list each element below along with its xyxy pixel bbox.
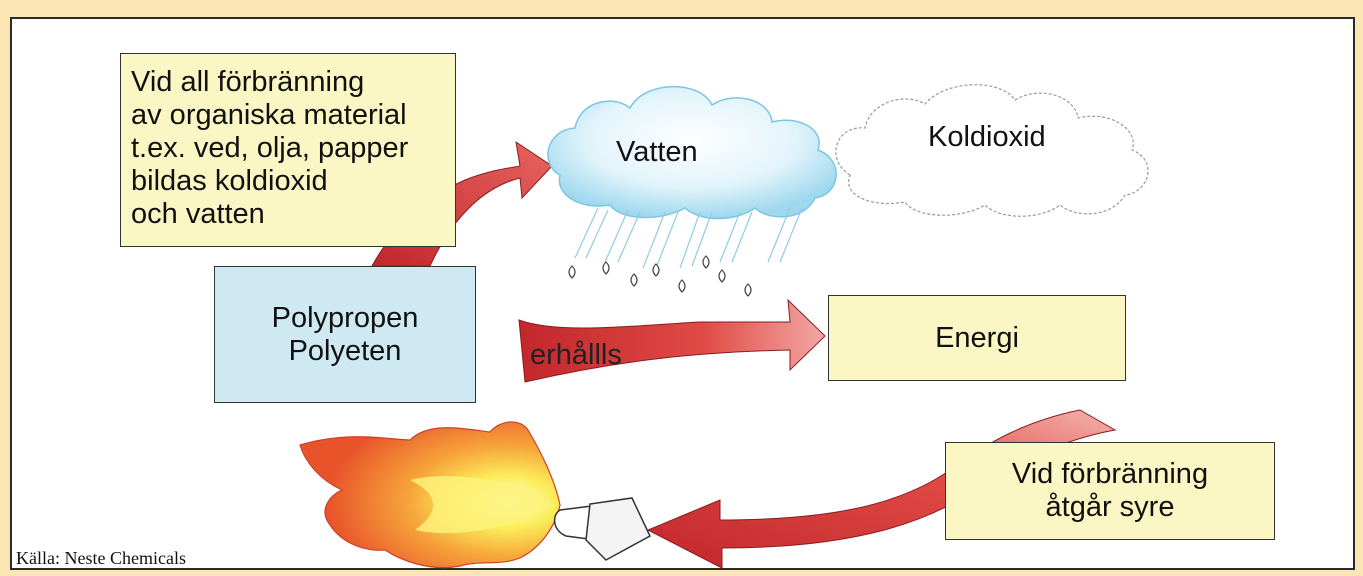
arrow-to-energy <box>518 298 826 383</box>
info-line: bildas koldioxid <box>131 165 328 197</box>
water-label: Vatten <box>616 136 698 168</box>
oxygen-line: Vid förbränning <box>1011 458 1209 490</box>
energy-box: Energi <box>828 295 1126 381</box>
burner-nozzle <box>553 497 651 561</box>
info-note: Vid all förbränning av organiska materia… <box>120 53 456 247</box>
polymer-box: Polypropen Polyeten <box>214 266 476 403</box>
energy-label: Energi <box>935 322 1019 354</box>
co2-cloud <box>835 84 1149 217</box>
flame <box>299 421 561 569</box>
rain <box>574 207 803 269</box>
polymer-line: Polyeten <box>288 335 402 367</box>
oxygen-box: Vid förbränning åtgår syre <box>945 442 1275 540</box>
raindrops <box>568 255 752 297</box>
polymer-line: Polypropen <box>271 302 419 334</box>
info-line: Vid all förbränning <box>131 66 365 98</box>
co2-label: Koldioxid <box>928 121 1046 153</box>
info-line: och vatten <box>131 198 265 230</box>
source-credit: Källa: Neste Chemicals <box>16 548 186 568</box>
oxygen-line: åtgår syre <box>1045 491 1175 523</box>
info-line: av organiska material <box>131 99 407 131</box>
info-line: t.ex. ved, olja, papper <box>131 132 409 164</box>
energy-arrow-label: erhållls <box>530 339 622 371</box>
